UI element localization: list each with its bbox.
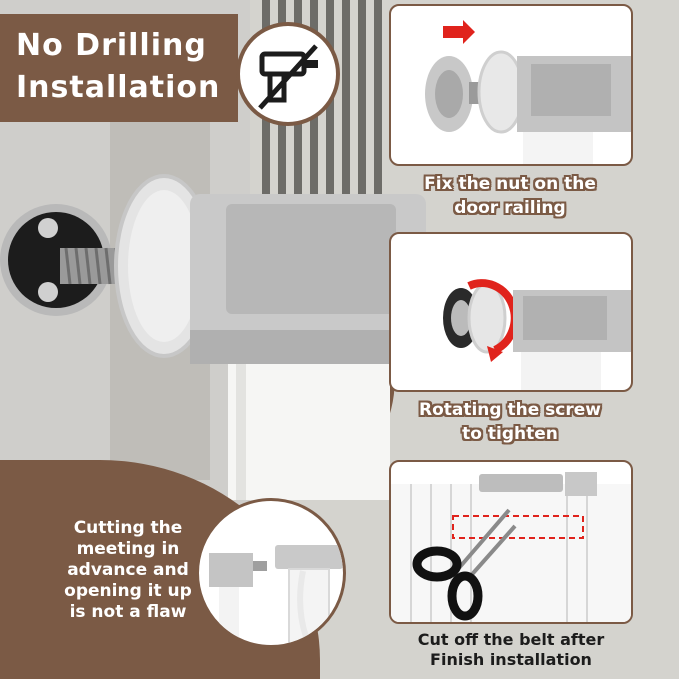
- step-1-caption-line-2: door railing: [454, 198, 566, 218]
- main-mount-closeup: [0, 174, 426, 364]
- rotate-arrow-icon: [467, 279, 519, 354]
- scissors-icon: [412, 508, 517, 621]
- step-3-caption-line-1: Cut off the belt after: [417, 630, 605, 649]
- step-3-panel: [389, 460, 633, 624]
- note-line-2: meeting in: [76, 539, 180, 559]
- no-drill-icon: [236, 22, 340, 126]
- step-2-caption-line-2: to tighten: [462, 424, 558, 444]
- note-text: Cutting the meeting in advance and openi…: [58, 518, 198, 623]
- title-banner: No Drilling Installation: [0, 14, 238, 122]
- step-3-caption-line-2: Finish installation: [430, 650, 592, 669]
- note-line-3: advance and: [67, 560, 189, 580]
- note-line-1: Cutting the: [73, 518, 183, 538]
- note-line-4: opening it up: [64, 581, 192, 601]
- title-line-1: No Drilling: [16, 28, 207, 63]
- step-1-panel: [389, 4, 633, 166]
- step-2-panel: [389, 232, 633, 392]
- bracket-detail-circle: [196, 498, 346, 648]
- step-1-caption-line-1: Fix the nut on the: [424, 174, 596, 194]
- note-line-5: is not a flaw: [69, 602, 187, 622]
- right-arrow-icon: [443, 20, 475, 44]
- title-line-2: Installation: [16, 70, 221, 105]
- step-2-caption-line-1: Rotating the screw: [418, 400, 601, 420]
